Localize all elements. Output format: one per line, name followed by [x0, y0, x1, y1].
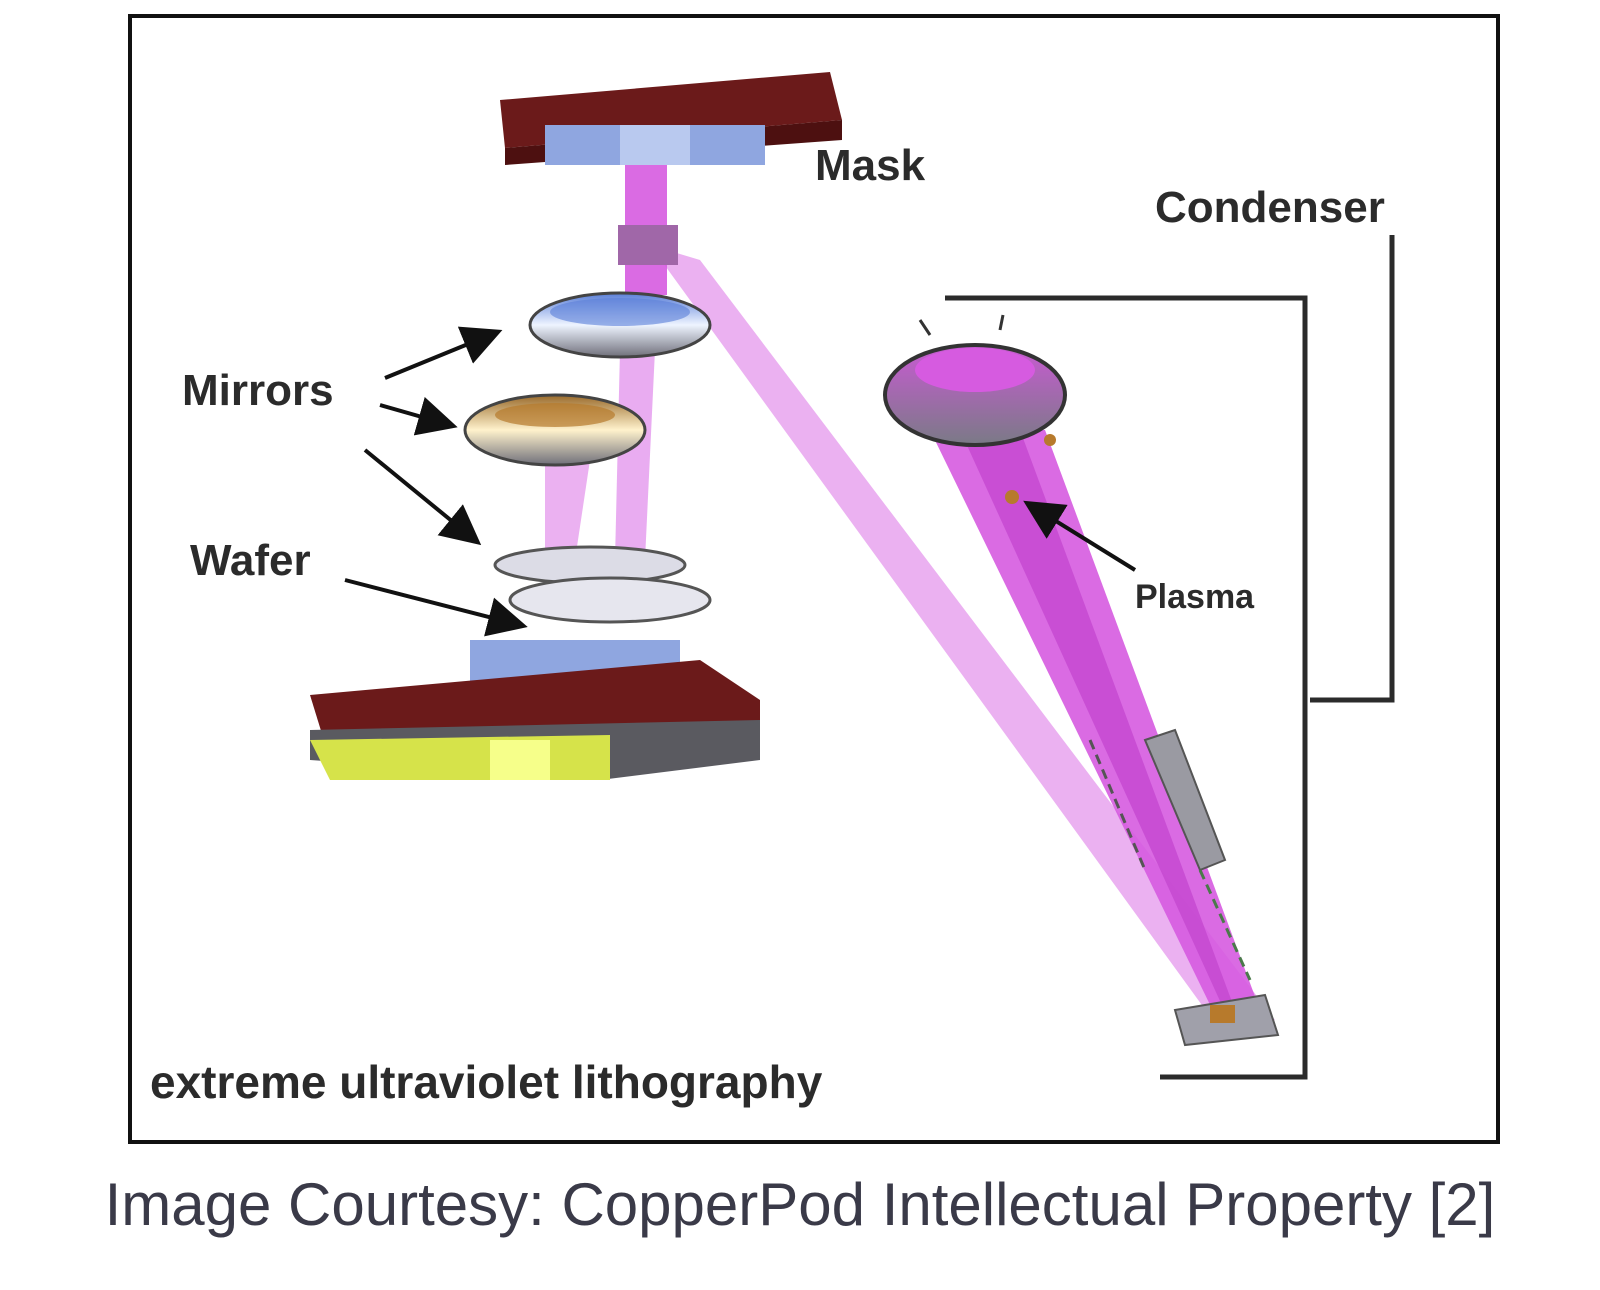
mirror-1 — [528, 291, 712, 359]
mask-assembly — [500, 72, 842, 265]
wafer-stage — [310, 640, 760, 780]
label-plasma: Plasma — [1135, 578, 1255, 616]
label-footer: extreme ultraviolet lithography — [150, 1056, 823, 1108]
plasma-bracket — [945, 295, 1308, 1080]
diagram-frame — [128, 14, 1500, 1144]
condenser-bracket — [1310, 235, 1395, 703]
arrow-icon — [1023, 500, 1137, 572]
filter-component — [1088, 728, 1252, 981]
arrow-icon — [379, 396, 458, 436]
source-component — [1173, 993, 1280, 1047]
beam-vertical-lower — [615, 350, 655, 560]
label-mirrors: Mirrors — [182, 366, 334, 415]
arrow-icon — [363, 448, 482, 546]
image-caption: Image Courtesy: CopperPod Intellectual P… — [104, 1171, 1496, 1238]
beam-long — [650, 245, 1275, 1030]
mirror-2 — [463, 393, 647, 467]
beam-mirror-pair — [545, 460, 590, 560]
label-wafer: Wafer — [190, 536, 311, 585]
arrow-icon — [344, 578, 528, 637]
condenser-collector — [883, 314, 1067, 504]
label-condenser: Condenser — [1155, 183, 1385, 232]
label-mask: Mask — [815, 141, 926, 190]
mirror-3 — [493, 545, 712, 624]
arrow-icon — [384, 326, 503, 380]
beam-condenser-inner — [960, 430, 1235, 1012]
